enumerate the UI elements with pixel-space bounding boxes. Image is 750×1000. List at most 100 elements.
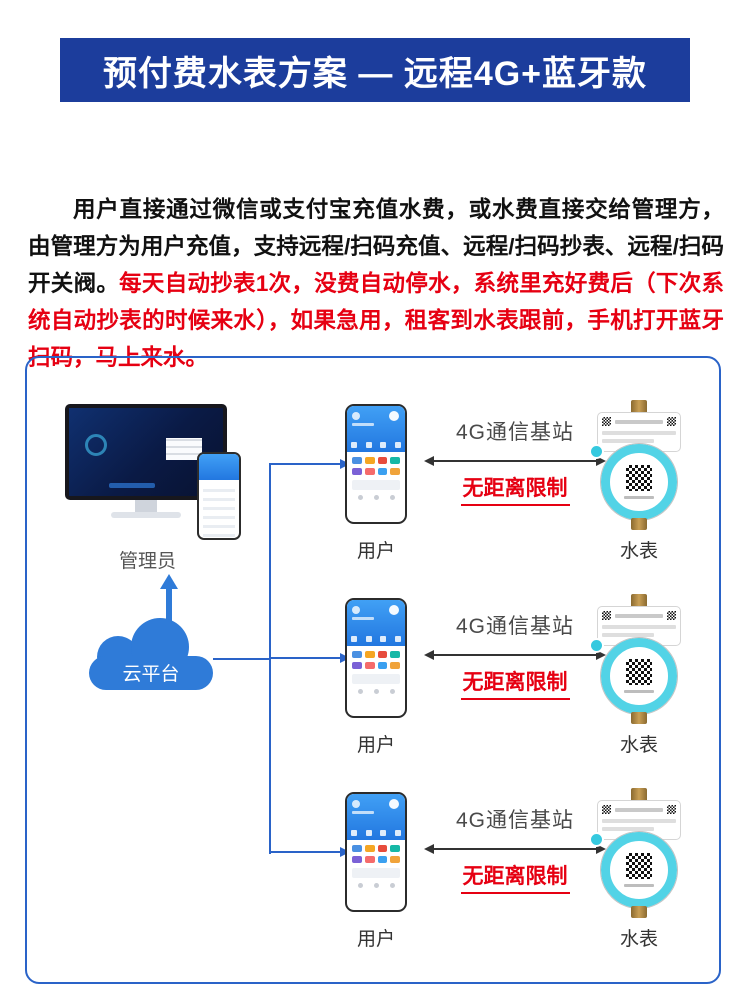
qr-code-icon: [602, 805, 611, 814]
pipe-fitting-bottom: [631, 906, 647, 918]
content-card: [352, 674, 400, 684]
diagram-row: 用户 4G通信基站 无距离限制 水表: [27, 788, 719, 980]
app-icon-grid: [352, 651, 400, 669]
qr-code-icon: [667, 417, 676, 426]
admin-phone-body: [203, 483, 235, 538]
cloud-label: 云平台: [122, 664, 180, 685]
limit-text: 无距离限制: [460, 860, 570, 894]
intro-red-text: 每天自动抄表1次，没费自动停水，系统里充好费后（下次系统自动抄表的时候来水），如…: [28, 270, 724, 370]
app-icon: [390, 468, 400, 475]
label-line: [602, 633, 654, 637]
user-phone-icon: [345, 792, 407, 912]
page-title: 预付费水表方案 — 远程4G+蓝牙款: [60, 38, 690, 102]
qr-code-icon: [602, 417, 611, 426]
station-label: 4G通信基站: [455, 421, 574, 444]
qr-code-icon: [626, 465, 652, 491]
avatar: [389, 799, 399, 809]
dashboard-ring-icon: [85, 434, 107, 456]
label-line: [602, 819, 676, 823]
user-icon: [352, 412, 360, 420]
user-phone-icon: [345, 598, 407, 718]
meter-dial: [600, 637, 678, 715]
monitor-base: [111, 512, 181, 518]
dashboard-bar-icon: [109, 483, 155, 488]
app-icon: [377, 651, 388, 658]
monitor-stand: [135, 500, 157, 512]
app-icon: [352, 651, 362, 658]
double-arrow-icon: [424, 650, 606, 660]
limit-label: 无距离限制: [425, 666, 605, 700]
app-icon: [352, 662, 362, 669]
double-arrow-icon: [424, 844, 606, 854]
intro-black-text: 用户直接通过微信或支付宝充值水费，或水费直接交给管理方，由管理方为用户充值，支持…: [28, 196, 724, 296]
app-icon: [352, 856, 362, 863]
pipe-fitting-top: [631, 788, 647, 802]
label-line: [602, 431, 676, 435]
content-card: [352, 868, 400, 878]
label-bar: [615, 807, 663, 812]
app-icon: [364, 856, 375, 863]
quick-menu-icons: [347, 830, 405, 836]
trunk-connector-line: [269, 464, 271, 854]
qr-code-icon: [626, 853, 652, 879]
double-arrow-icon: [424, 456, 606, 466]
pipe-fitting-top: [631, 400, 647, 414]
label-bar: [615, 419, 663, 424]
user-label: 用户: [356, 735, 395, 756]
app-icon: [390, 651, 400, 658]
app-icon: [364, 662, 375, 669]
qr-code-icon: [667, 805, 676, 814]
phone-body: [347, 452, 405, 500]
admin-phone-header: [199, 454, 239, 480]
meter-label: 水表: [619, 929, 658, 950]
intro-paragraph: 用户直接通过微信或支付宝充值水费，或水费直接交给管理方，由管理方为用户充值，支持…: [28, 191, 724, 376]
header-text-bar: [352, 423, 374, 426]
diagram-panel: 管理员 云平台 用户: [25, 356, 721, 984]
qr-code-icon: [667, 611, 676, 620]
bottom-nav-icons: [352, 495, 400, 500]
user-phone-icon: [345, 404, 407, 524]
pipe-fitting-bottom: [631, 712, 647, 724]
bluetooth-button-icon: [589, 638, 604, 653]
station-label: 4G通信基站: [455, 615, 574, 638]
limit-text: 无距离限制: [460, 666, 570, 700]
user-label: 用户: [356, 929, 395, 950]
app-icon: [390, 845, 400, 852]
meter-label: 水表: [619, 541, 658, 562]
qr-code-icon: [602, 611, 611, 620]
app-icon: [377, 845, 388, 852]
phone-header: [347, 406, 405, 452]
app-icon: [390, 457, 400, 464]
phone-body: [347, 840, 405, 888]
app-icon-grid: [352, 457, 400, 475]
label-line: [602, 625, 676, 629]
app-icon-grid: [352, 845, 400, 863]
avatar: [389, 411, 399, 421]
quick-menu-icons: [347, 442, 405, 448]
station-label: 4G通信基站: [455, 809, 574, 832]
meter-label: 水表: [619, 735, 658, 756]
diagram-row: 用户 4G通信基站 无距离限制 水表: [27, 400, 719, 592]
phone-body: [347, 646, 405, 694]
quick-menu-icons: [347, 636, 405, 642]
pipe-fitting-bottom: [631, 518, 647, 530]
limit-label: 无距离限制: [425, 472, 605, 506]
label-bar: [615, 613, 663, 618]
serial-line: [624, 690, 654, 693]
meter-head: [597, 412, 681, 452]
app-icon: [364, 468, 375, 475]
meter-dial: [600, 831, 678, 909]
meter-dial: [600, 443, 678, 521]
bottom-nav-icons: [352, 689, 400, 694]
water-meter-icon: [587, 788, 691, 920]
header-text-bar: [352, 617, 374, 620]
app-icon: [352, 468, 362, 475]
pipe-fitting-top: [631, 594, 647, 608]
phone-header: [347, 794, 405, 840]
admin-phone-icon: [197, 452, 241, 540]
bottom-nav-icons: [352, 883, 400, 888]
app-icon: [364, 845, 375, 852]
qr-code-icon: [626, 659, 652, 685]
phone-header: [347, 600, 405, 646]
label-line: [602, 439, 654, 443]
